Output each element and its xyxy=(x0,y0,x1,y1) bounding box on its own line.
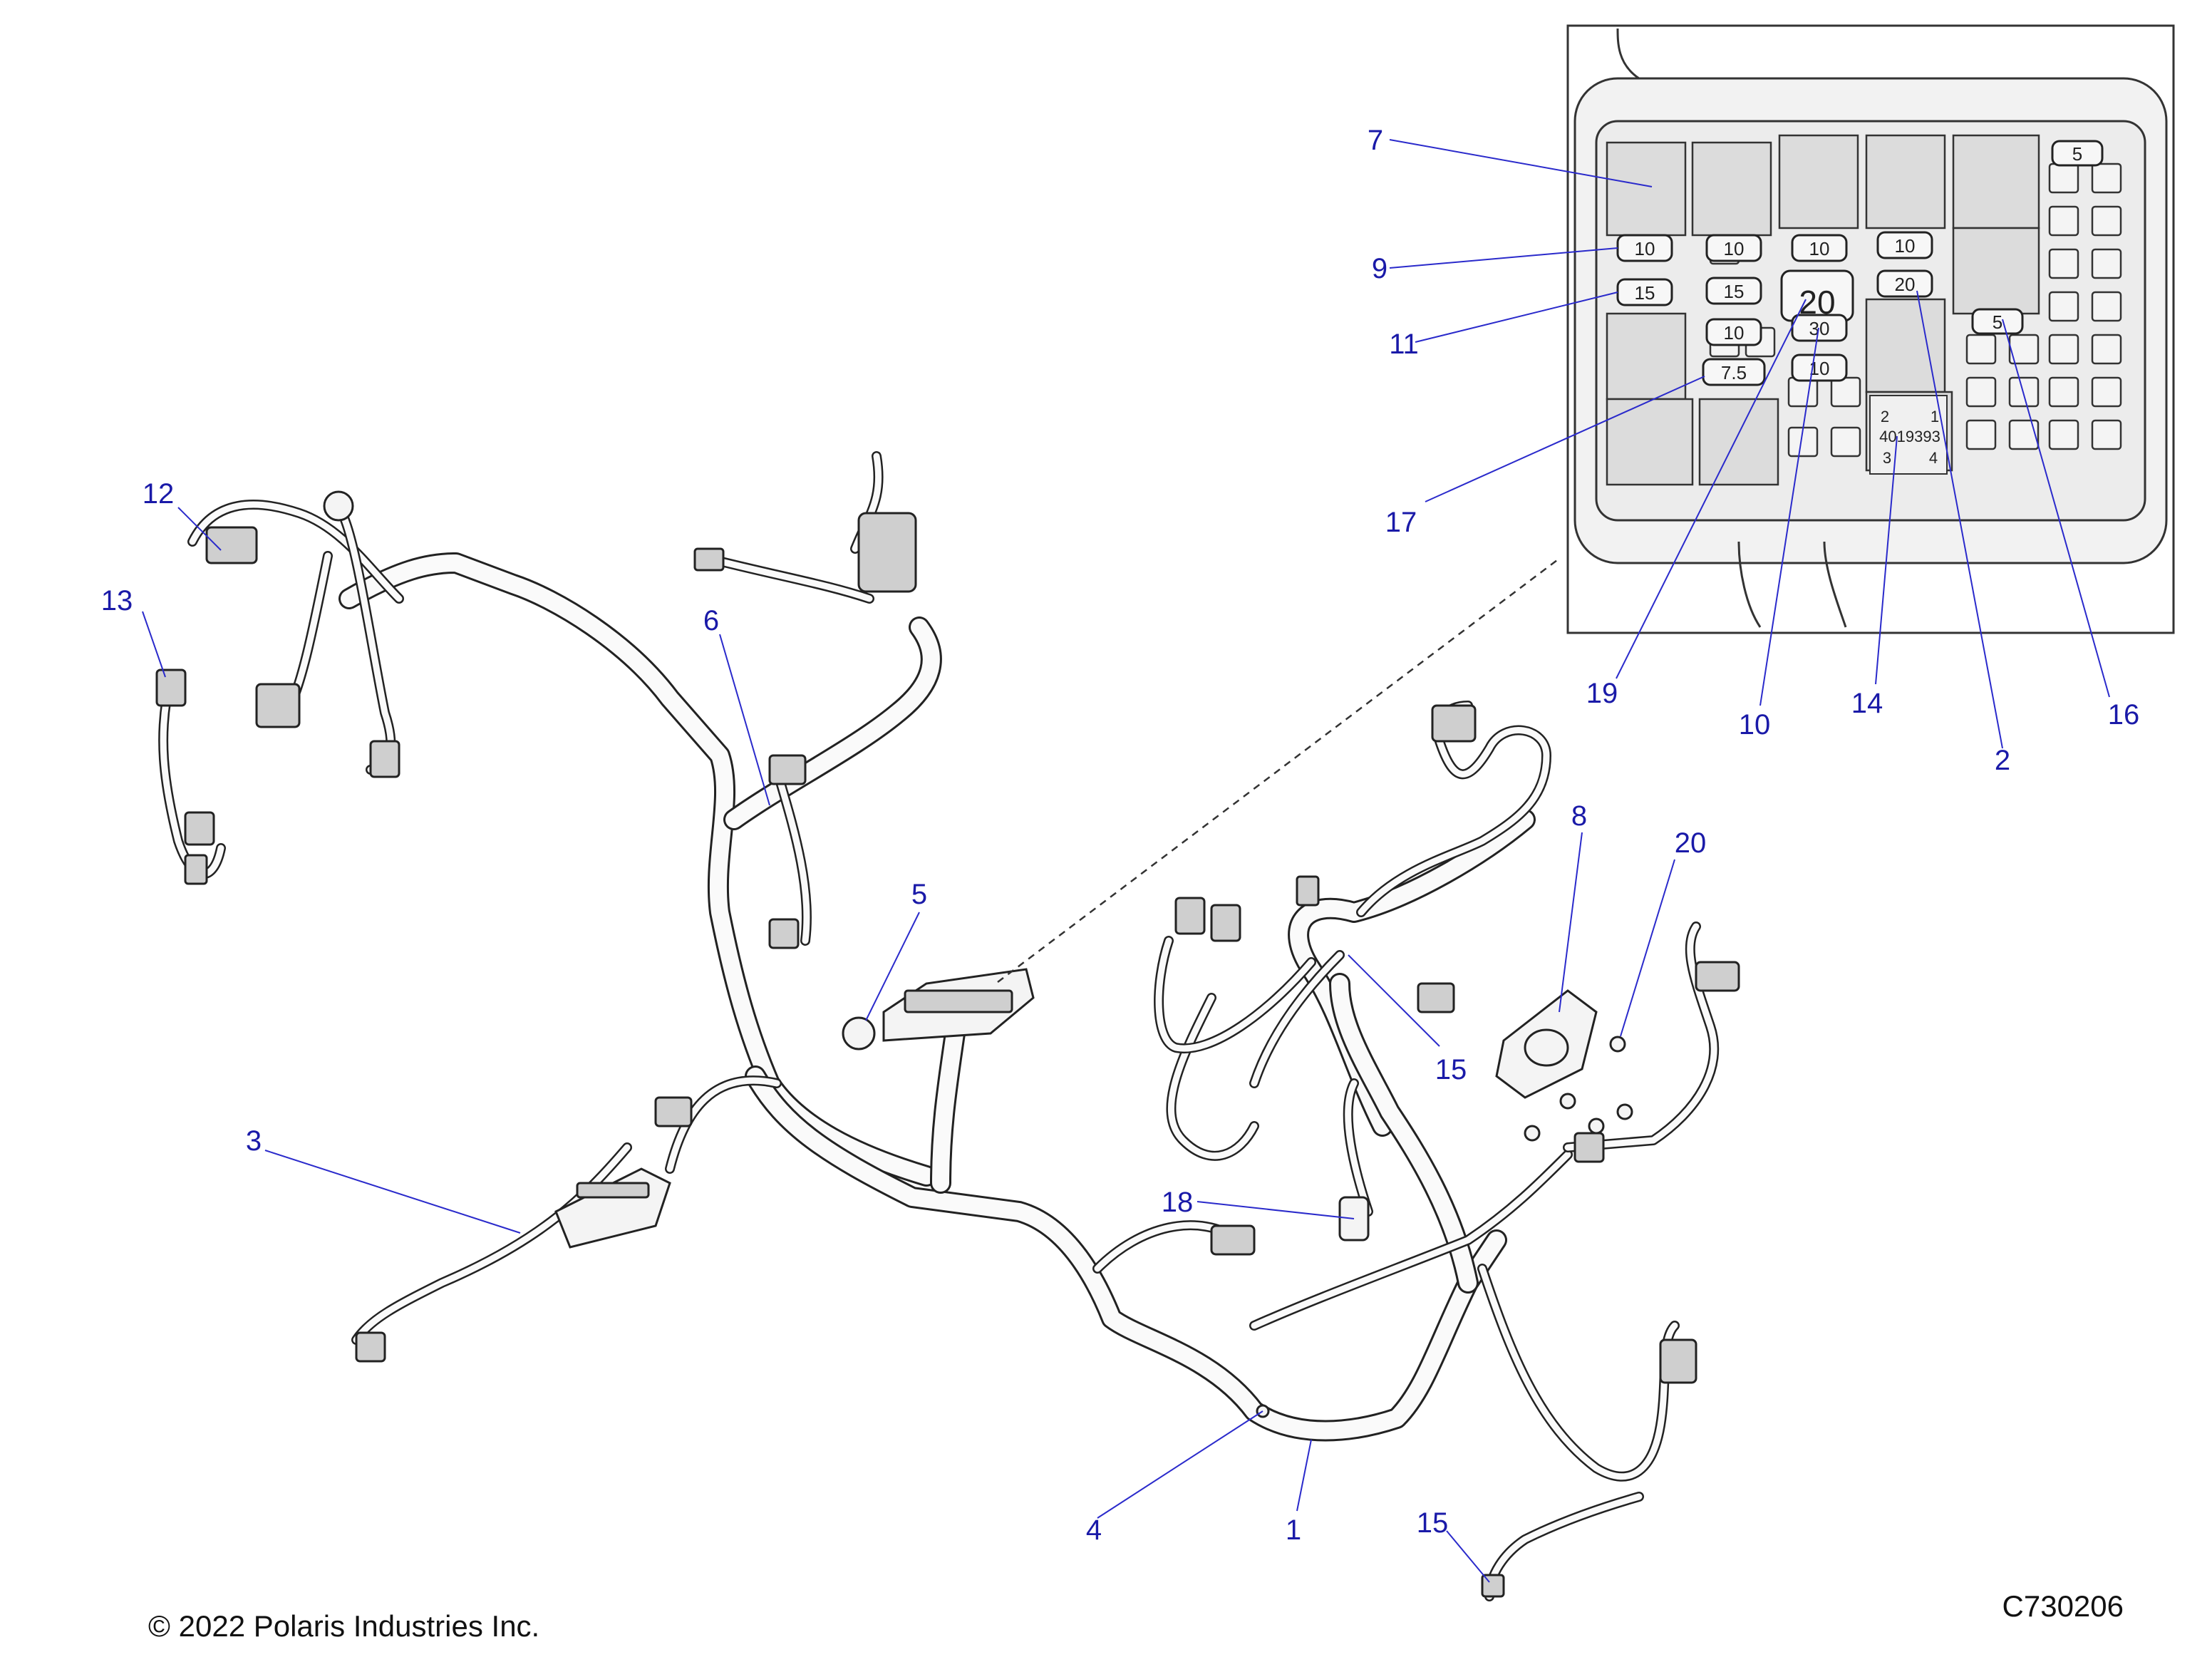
callout-16: 16 xyxy=(2108,699,2140,731)
callout-leaders xyxy=(142,139,2110,1583)
callout-numbers: 1 2 3 4 5 6 7 8 9 10 11 12 13 14 15 15 1… xyxy=(101,125,2140,1546)
callout-18: 18 xyxy=(1162,1187,1194,1218)
upper-left-grommet xyxy=(323,490,354,522)
left-connector-b xyxy=(255,683,301,728)
right-upper-connector-c xyxy=(1174,897,1206,935)
fuse-col3-big: 20 xyxy=(1780,269,1854,322)
right-connector-f xyxy=(1695,961,1740,992)
top-center-small-connector xyxy=(693,547,725,572)
svg-text:20: 20 xyxy=(1895,274,1916,295)
svg-text:7.5: 7.5 xyxy=(1721,362,1747,383)
bottom-left-connector xyxy=(355,1331,386,1363)
svg-text:2: 2 xyxy=(1881,408,1889,425)
callout-11: 11 xyxy=(1389,329,1419,360)
right-upper-connector-e xyxy=(1417,982,1455,1013)
ecu-module xyxy=(554,1167,671,1249)
main-harness xyxy=(338,552,1536,1442)
left-connector-e xyxy=(184,854,208,885)
svg-text:15: 15 xyxy=(1724,281,1745,302)
svg-text:15: 15 xyxy=(1635,282,1655,304)
svg-text:5: 5 xyxy=(2072,143,2082,165)
fuse-box-on-harness xyxy=(842,968,1035,1051)
svg-text:30: 30 xyxy=(1809,318,1830,339)
components xyxy=(155,490,1740,1598)
svg-text:10: 10 xyxy=(1895,235,1916,257)
right-upper-connector-a xyxy=(1431,704,1477,743)
svg-text:10: 10 xyxy=(1809,238,1830,259)
callout-8: 8 xyxy=(1571,800,1587,832)
right-connector-h xyxy=(1659,1338,1697,1384)
callout-19: 19 xyxy=(1586,678,1618,709)
svg-text:10: 10 xyxy=(1724,238,1745,259)
drawing-number: C730206 xyxy=(2002,1589,2124,1623)
callout-15-upper: 15 xyxy=(1435,1054,1467,1085)
callout-17: 17 xyxy=(1385,507,1417,538)
callout-15-lower: 15 xyxy=(1417,1507,1449,1539)
fuse-col4-b: 20 xyxy=(1876,269,1933,298)
callout-5: 5 xyxy=(911,879,927,910)
callout-2: 2 xyxy=(1995,745,2010,776)
upper-left-connector-block xyxy=(205,526,258,564)
svg-text:5: 5 xyxy=(1993,311,2002,333)
left-connector-d xyxy=(184,811,215,846)
push-fasteners xyxy=(1524,1036,1633,1142)
fuse-col4-a: 10 xyxy=(1876,231,1933,259)
center-connector-a xyxy=(768,754,807,785)
fuse-box-detail-inset: 10 15 10 15 10 7.5 10 20 xyxy=(1566,24,2175,634)
callout-6: 6 xyxy=(703,605,719,636)
svg-text:4: 4 xyxy=(1929,449,1938,467)
svg-text:10: 10 xyxy=(1635,238,1655,259)
fuse-col5-a: 5 xyxy=(1971,308,2024,335)
fuse-col3-c: 10 xyxy=(1791,353,1848,382)
callout-10: 10 xyxy=(1739,709,1771,740)
fuse-col2-d: 7.5 xyxy=(1702,358,1766,386)
callout-12: 12 xyxy=(143,478,175,510)
callout-1: 1 xyxy=(1286,1514,1301,1546)
callout-4: 4 xyxy=(1086,1514,1102,1546)
svg-text:1: 1 xyxy=(1931,408,1939,425)
svg-text:4019393: 4019393 xyxy=(1879,428,1940,445)
right-upper-connector-d xyxy=(1210,904,1241,942)
callout-3: 3 xyxy=(246,1125,262,1157)
fuse-col1-a: 10 xyxy=(1616,234,1673,262)
grommet-plate xyxy=(1495,989,1598,1099)
callout-20: 20 xyxy=(1675,827,1707,859)
callout-14: 14 xyxy=(1851,688,1883,719)
callout-7: 7 xyxy=(1368,125,1383,156)
copyright-notice: © 2022 Polaris Industries Inc. xyxy=(148,1609,539,1643)
center-lower-connector xyxy=(1210,1224,1256,1256)
fuse-col1-b: 15 xyxy=(1616,278,1673,306)
callout-13: 13 xyxy=(101,585,133,616)
callout-9: 9 xyxy=(1372,253,1387,284)
right-upper-connector-b xyxy=(1296,875,1320,907)
relay-part-label: 2 1 4019393 3 4 xyxy=(1869,395,1948,475)
top-center-connector xyxy=(857,512,917,593)
fuse-col2-c: 10 xyxy=(1705,318,1762,346)
left-connector-a xyxy=(155,669,187,707)
fuse-col2-a: 10 xyxy=(1705,234,1762,262)
center-connector-b xyxy=(768,918,800,949)
svg-text:3: 3 xyxy=(1883,449,1891,467)
detail-link-dashed-line xyxy=(997,559,1558,983)
right-connector-g xyxy=(1573,1132,1605,1163)
fuse-col6-a: 5 xyxy=(2051,140,2104,167)
svg-text:10: 10 xyxy=(1724,322,1745,344)
fuse-col3-b: 30 xyxy=(1791,314,1848,342)
center-connector-c xyxy=(654,1096,693,1127)
fuse-col3-a: 10 xyxy=(1791,234,1848,262)
left-connector-c xyxy=(369,740,400,778)
fuse-col2-b: 15 xyxy=(1705,277,1762,305)
